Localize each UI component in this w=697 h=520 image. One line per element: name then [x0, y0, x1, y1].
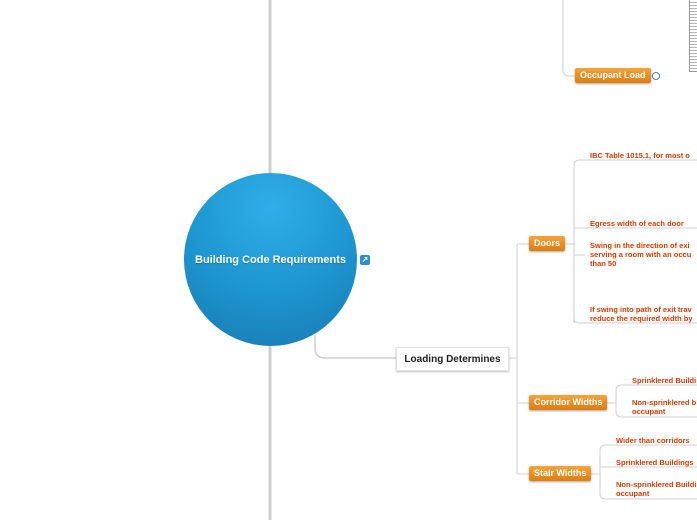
subtopic-swing-into-path[interactable]: If swing into path of exit trav reduce t…	[590, 305, 693, 323]
topic-label: Stair Widths	[534, 468, 587, 478]
topic-loading-determines[interactable]: Loading Determines	[396, 347, 509, 371]
topic-label: Occupant Load	[580, 70, 646, 80]
topic-label: Loading Determines	[404, 353, 501, 365]
subtopic-line: occupant	[632, 407, 666, 416]
topic-corridor-widths[interactable]: Corridor Widths	[529, 395, 608, 410]
subtopic-line: reduce the required width by	[590, 314, 693, 323]
subtopic-line: If swing into path of exit trav	[590, 305, 692, 314]
subtopic-line: Swing in the direction of exi	[590, 241, 690, 250]
subtopic-stair-wider[interactable]: Wider than corridors	[616, 436, 690, 445]
note-icon[interactable]	[652, 72, 660, 80]
subtopic-line: Non-sprinklered b	[632, 398, 697, 407]
central-topic-label: Building Code Requirements	[195, 253, 346, 266]
topic-stair-widths[interactable]: Stair Widths	[529, 466, 592, 481]
subtopic-stair-non-sprinklered[interactable]: Non-sprinklered Buildi occupant	[616, 480, 696, 498]
topic-label: Corridor Widths	[534, 397, 603, 407]
subtopic-swing-direction[interactable]: Swing in the direction of exi serving a …	[590, 241, 691, 268]
subtopic-line: Non-sprinklered Buildi	[616, 480, 697, 489]
subtopic-line: occupant	[616, 489, 650, 498]
subtopic-egress-width[interactable]: Egress width of each door	[590, 219, 684, 228]
topic-doors[interactable]: Doors	[529, 236, 566, 251]
subtopic-ibc-table[interactable]: IBC Table 1015.1, for most o	[590, 151, 690, 160]
topic-occupant-load[interactable]: Occupant Load	[575, 68, 651, 83]
topic-label: Doors	[534, 238, 561, 248]
subtopic-line: serving a room with an occu	[590, 250, 692, 259]
subtopic-line: than 50	[590, 259, 617, 268]
expand-icon[interactable]: ↗	[360, 255, 370, 265]
subtopic-stair-sprinklered[interactable]: Sprinklered Buildings	[616, 458, 694, 467]
subtopic-corridor-sprinklered[interactable]: Sprinklered Buildi	[632, 376, 697, 385]
central-topic[interactable]: Building Code Requirements	[184, 173, 357, 346]
image-thumbnail[interactable]	[689, 0, 697, 72]
subtopic-corridor-non-sprinklered[interactable]: Non-sprinklered b occupant	[632, 398, 696, 416]
